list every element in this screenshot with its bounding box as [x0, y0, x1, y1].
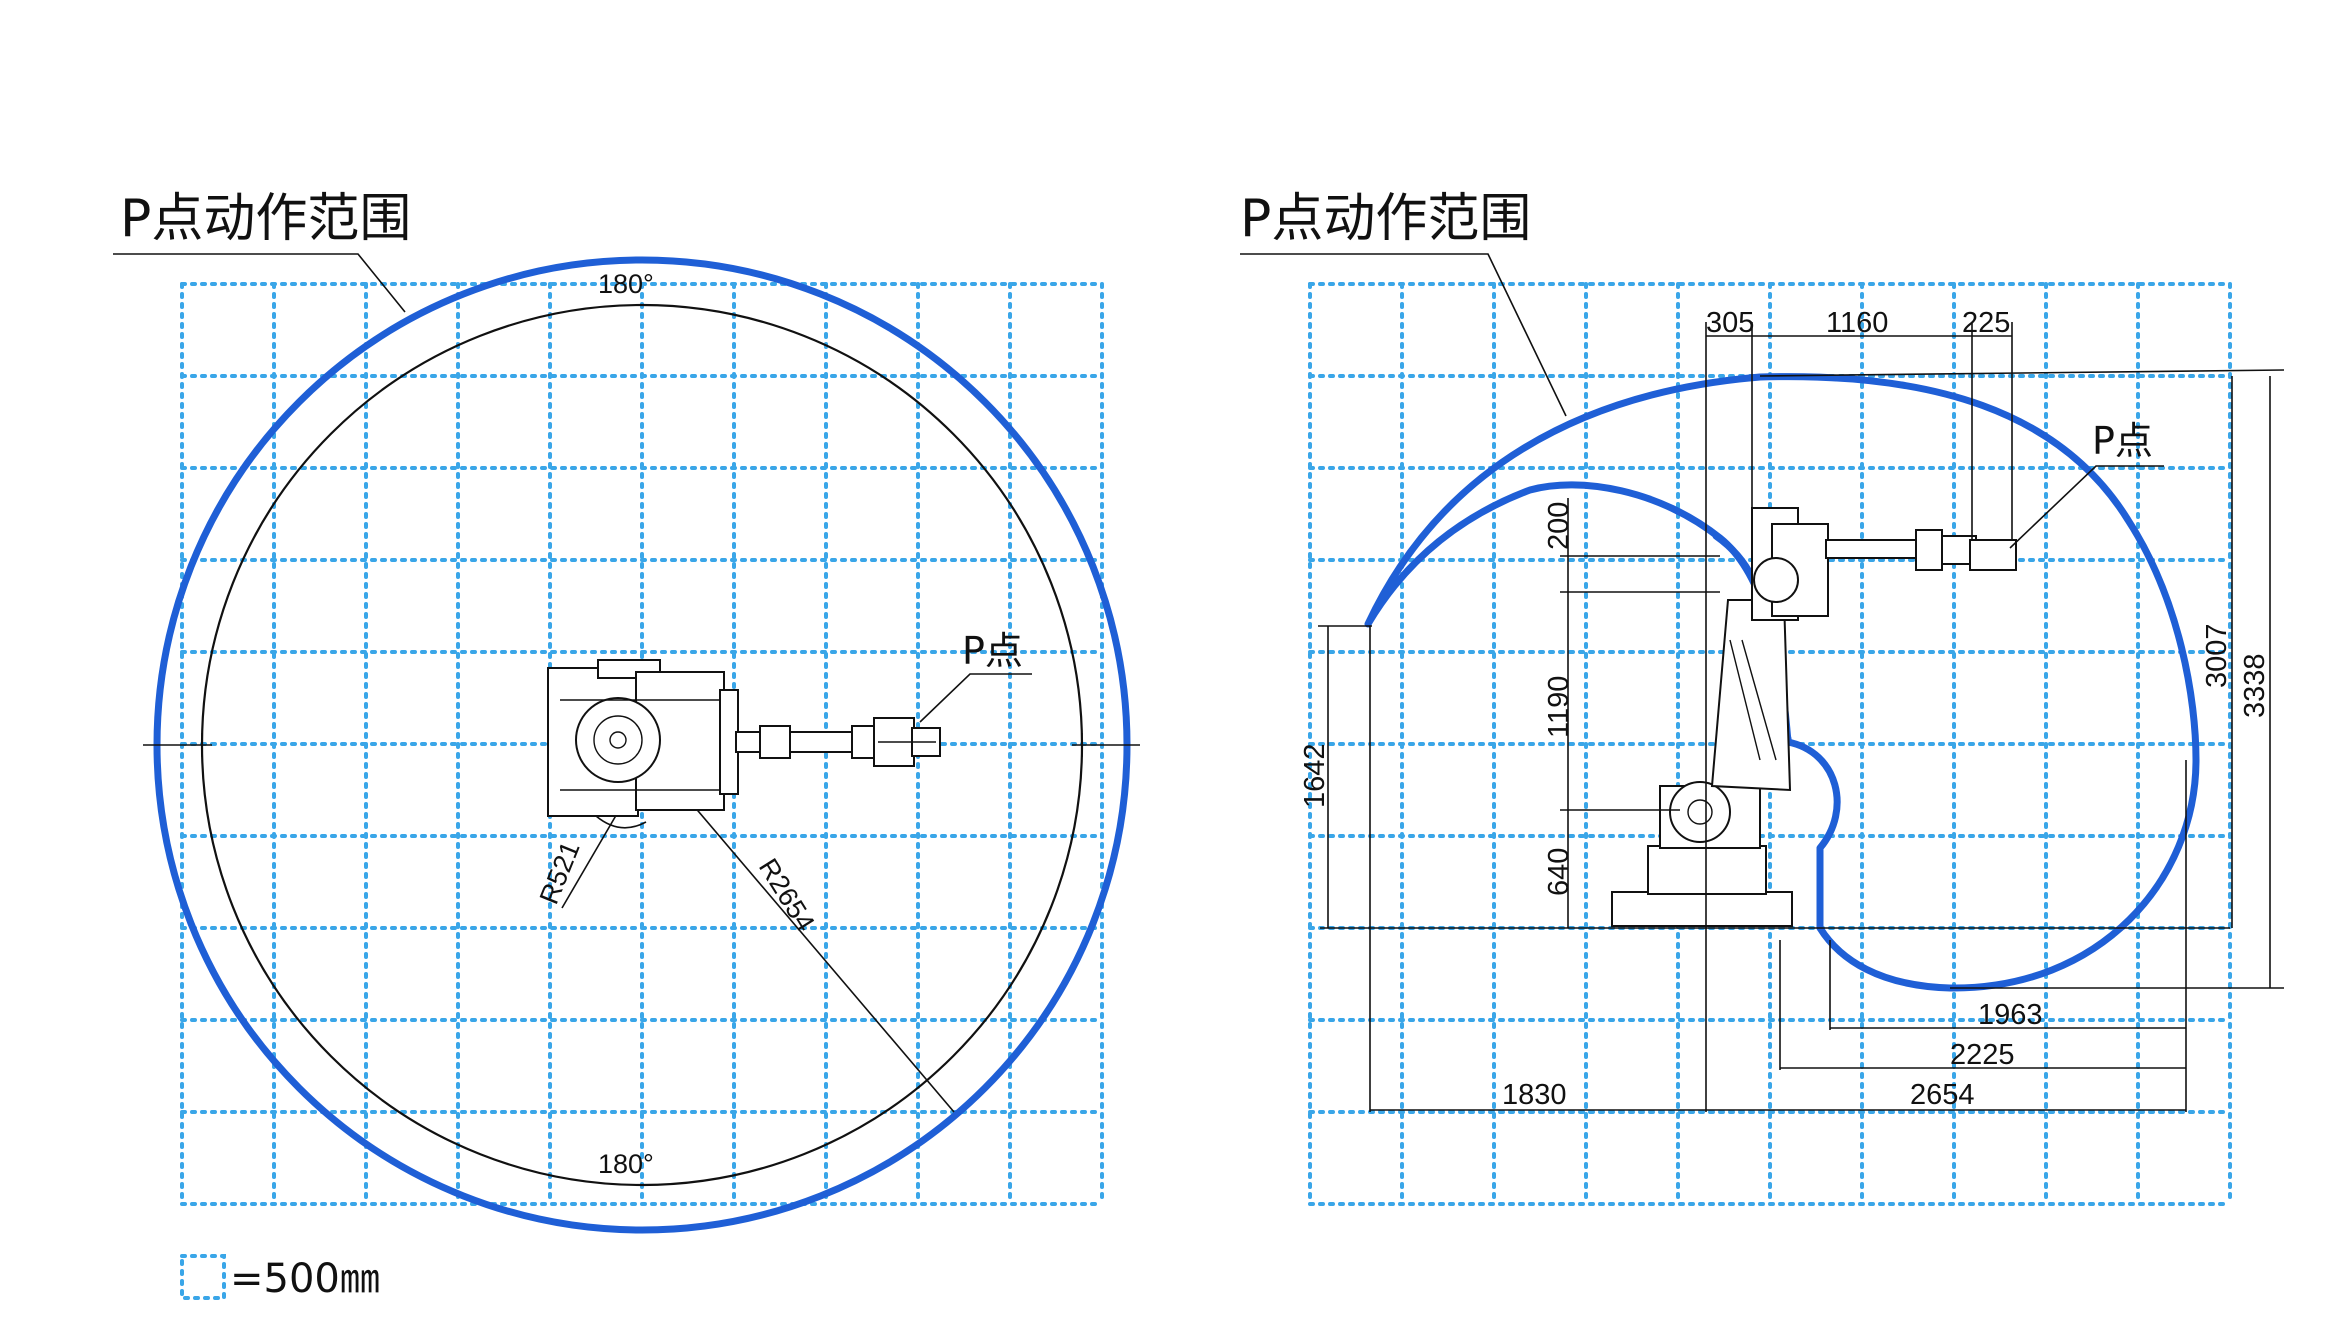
side-view-envelope [1364, 373, 2200, 992]
top-view-title-leader [113, 253, 406, 313]
side-view-title-leader [1240, 253, 1567, 417]
left-dim-640: 640 [1543, 848, 1575, 896]
side-view-p-point-label: P点 [2092, 419, 2153, 463]
grid-legend-label: =500㎜ [230, 1256, 380, 1302]
radius-r2654-label: R2654 [753, 853, 821, 936]
top-view-p-point-label: P点 [962, 629, 1023, 673]
radius-r521-label: R521 [534, 837, 586, 908]
radius-r521-line [561, 811, 619, 909]
left-dim-1190: 1190 [1543, 676, 1575, 738]
bottom-dim-2225: 2225 [1950, 1039, 2015, 1071]
top-dim-1160: 1160 [1826, 307, 1888, 339]
angle-label-bottom: 180° [598, 1149, 654, 1179]
bottom-dim-2654: 2654 [1910, 1079, 1975, 1111]
top-view-title: P点动作范围 [120, 189, 411, 249]
top-view: P点动作范围 180° 180° R521 R2654 [113, 189, 1140, 1302]
bottom-dim-1963: 1963 [1978, 999, 2043, 1031]
side-view: P点动作范围 P点 [1240, 189, 2285, 1206]
bottom-dim-1830: 1830 [1502, 1079, 1567, 1111]
left-height-1642: 1642 [1299, 743, 1331, 808]
top-view-p-point-leader [919, 673, 1032, 723]
right-dim-3338: 3338 [2239, 653, 2271, 718]
side-view-title: P点动作范围 [1240, 189, 1531, 249]
top-dim-305: 305 [1706, 307, 1754, 339]
angle-label-top: 180° [598, 269, 654, 299]
grid-legend-swatch [180, 1254, 226, 1300]
left-dim-200: 200 [1543, 502, 1575, 550]
top-dim-225: 225 [1962, 307, 2010, 339]
side-view-p-point-leader [2009, 465, 2164, 549]
robot-top-view [547, 659, 941, 817]
right-dim-3007: 3007 [2201, 623, 2233, 688]
robot-side-view [1611, 507, 2017, 927]
